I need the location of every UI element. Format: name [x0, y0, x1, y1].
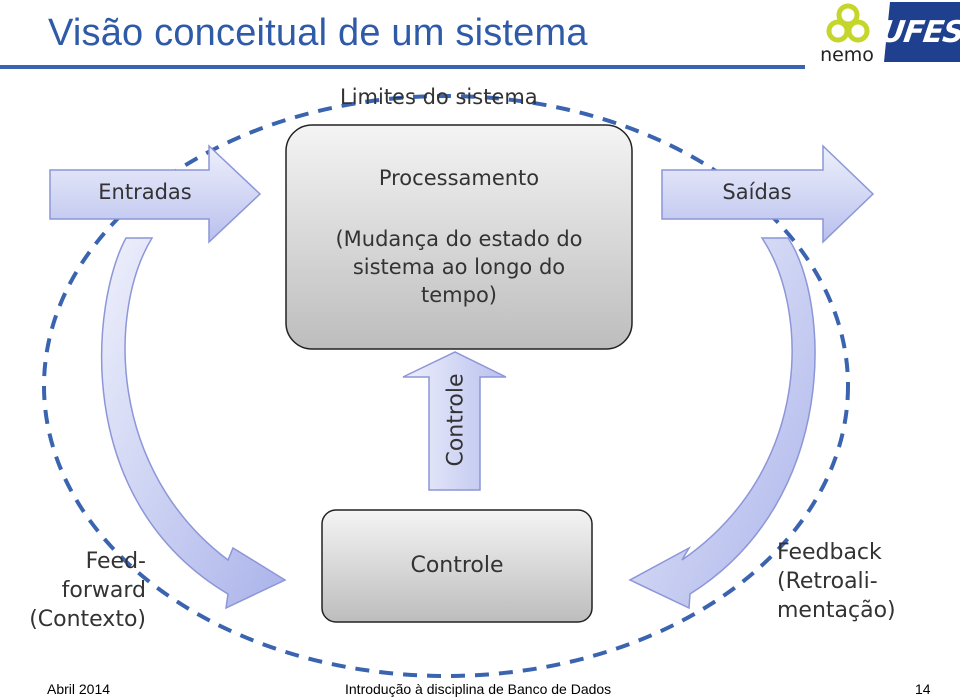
- feedback-label-line: mentação): [777, 598, 896, 623]
- control-box: [321, 509, 593, 623]
- nemo-logo: [826, 3, 870, 43]
- feedforward-label-line: Feed-: [85, 549, 146, 574]
- feedforward-label: Feed- forward (Contexto): [10, 547, 146, 634]
- inputs-label: Entradas: [98, 180, 192, 204]
- nemo-logo-text: nemo: [820, 44, 874, 66]
- feedforward-label-line: (Contexto): [29, 607, 146, 632]
- input-arrow: [49, 144, 262, 244]
- slide-title: Visão conceitual de um sistema: [48, 12, 588, 54]
- system-boundary-label: Limites do sistema: [340, 85, 538, 109]
- feedback-curved-arrow: [628, 237, 816, 610]
- processing-title: Processamento: [378, 166, 540, 190]
- feedforward-label-line: forward: [61, 578, 146, 603]
- feedforward-curved-arrow: [100, 237, 287, 610]
- processing-description-line: tempo): [421, 283, 497, 307]
- processing-description: (Mudança do estado do sistema ao longo d…: [286, 225, 632, 309]
- control-arrow-label: Controle: [443, 373, 469, 467]
- processing-box: [285, 124, 633, 350]
- footer-course-title: Introdução à disciplina de Banco de Dado…: [345, 681, 612, 697]
- output-arrow: [661, 144, 875, 244]
- footer-page-number: 14: [915, 681, 931, 697]
- processing-description-line: (Mudança do estado do: [335, 227, 583, 251]
- control-box-label: Controle: [410, 553, 504, 578]
- footer-date: Abril 2014: [47, 681, 111, 697]
- feedback-label-line: (Retroali-: [777, 569, 878, 594]
- title-underline: [0, 65, 805, 69]
- outputs-label: Saídas: [722, 180, 792, 204]
- feedback-label-line: Feedback: [777, 540, 882, 565]
- system-boundary: [42, 94, 850, 678]
- processing-description-line: sistema ao longo do: [352, 255, 566, 279]
- control-up-arrow: [402, 351, 507, 491]
- feedback-label: Feedback (Retroali- mentação): [777, 538, 957, 625]
- ufes-logo: [884, 2, 960, 62]
